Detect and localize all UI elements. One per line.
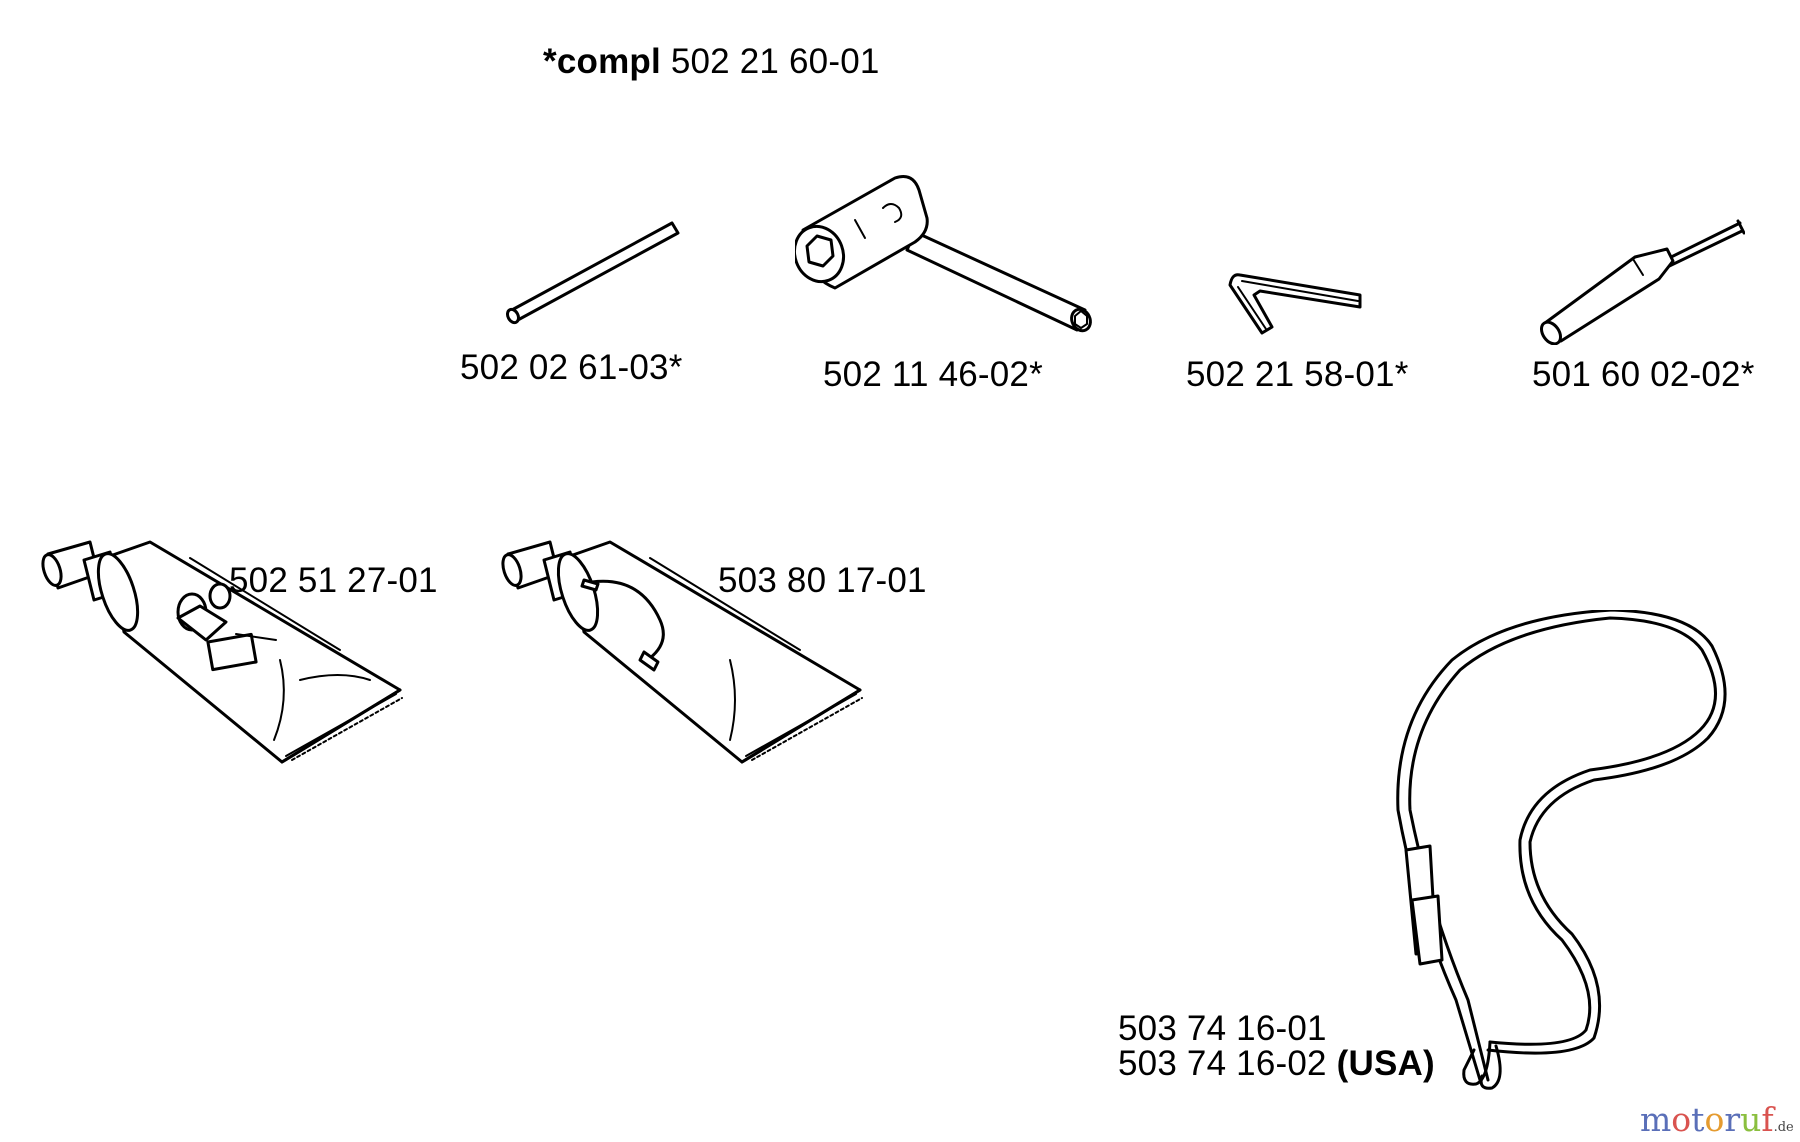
grease-tube-1-drawing	[41, 540, 403, 764]
part-label-grease-tube-2: 503 80 17-01	[718, 561, 927, 600]
compl-prefix: *compl	[543, 42, 661, 81]
compl-kit-label: *compl 502 21 60-01	[543, 44, 880, 79]
screwdriver-drawing	[1539, 219, 1745, 345]
rod-drawing	[505, 221, 680, 325]
harness-strap-drawing	[1396, 610, 1727, 1090]
watermark-logo: motoruf.de	[1640, 1100, 1794, 1139]
part-label-harness-line2: 503 74 16-02 (USA)	[1118, 1046, 1435, 1081]
compl-number: 502 21 60-01	[670, 42, 880, 81]
part-label-hex-key: 502 21 58-01*	[1186, 355, 1409, 394]
grease-tube-2-drawing	[501, 540, 863, 764]
combination-wrench-drawing	[795, 175, 1092, 333]
part-label-rod: 502 02 61-03*	[460, 348, 683, 387]
part-label-grease-tube-1: 502 51 27-01	[229, 561, 438, 600]
hex-key-drawing	[1228, 273, 1362, 335]
harness-line2-number: 503 74 16-02	[1118, 1044, 1327, 1083]
harness-line2-suffix: (USA)	[1336, 1044, 1435, 1083]
part-label-harness-line1: 503 74 16-01	[1118, 1009, 1327, 1048]
watermark-tld: .de	[1773, 1120, 1794, 1135]
part-label-screwdriver: 501 60 02-02*	[1532, 355, 1755, 394]
part-label-combination-wrench: 502 11 46-02*	[823, 355, 1043, 394]
